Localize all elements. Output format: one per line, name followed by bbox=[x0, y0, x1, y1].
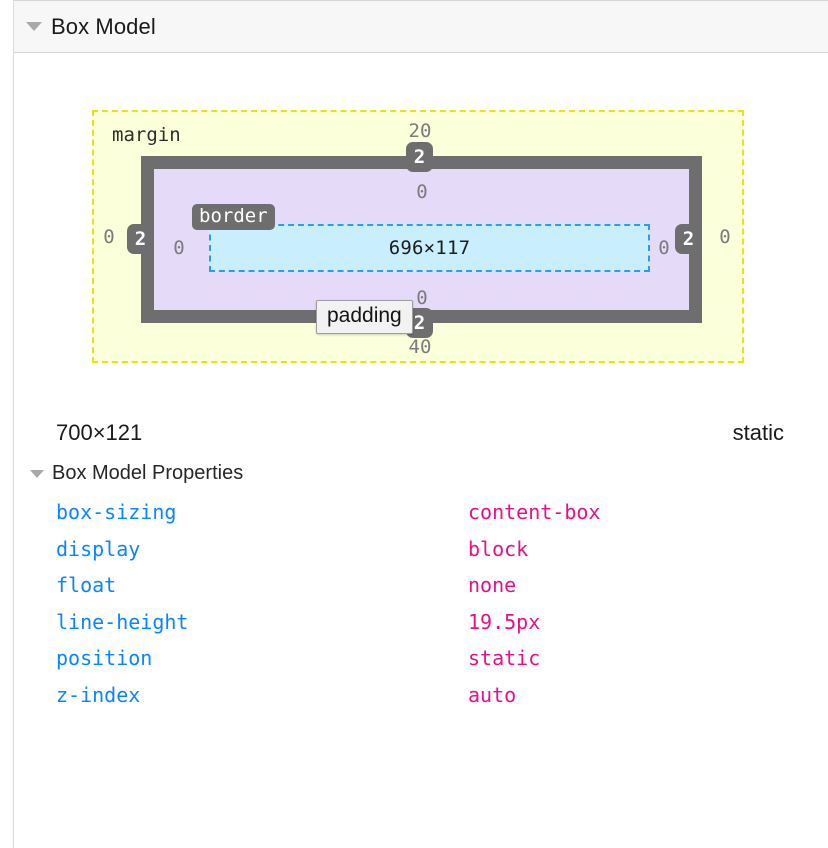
border-right-value[interactable]: 2 bbox=[675, 224, 702, 254]
property-row[interactable]: box-sizing content-box bbox=[0, 500, 828, 537]
padding-right-value[interactable]: 0 bbox=[658, 237, 670, 259]
properties-section-title: Box Model Properties bbox=[52, 462, 244, 484]
property-name[interactable]: position bbox=[56, 646, 153, 670]
element-size-label: 700×121 bbox=[56, 420, 143, 445]
content-box-region[interactable]: 696×117 bbox=[209, 224, 650, 272]
panel-title: Box Model bbox=[51, 13, 156, 39]
margin-left-value[interactable]: 0 bbox=[103, 226, 115, 248]
margin-region-label: margin bbox=[112, 124, 181, 146]
box-model-summary: 700×121 static bbox=[0, 420, 828, 454]
property-name[interactable]: float bbox=[56, 573, 117, 597]
triangle-down-icon[interactable] bbox=[30, 469, 44, 478]
property-row[interactable]: line-height 19.5px bbox=[0, 610, 828, 647]
property-value[interactable]: content-box bbox=[468, 500, 601, 524]
padding-bottom-value[interactable]: 0 bbox=[416, 287, 428, 309]
box-model-panel-header[interactable]: Box Model bbox=[14, 1, 828, 53]
margin-bottom-value[interactable]: 40 bbox=[408, 336, 432, 358]
box-model-properties-header[interactable]: Box Model Properties bbox=[30, 462, 243, 485]
padding-left-value[interactable]: 0 bbox=[173, 237, 185, 259]
padding-box-region[interactable]: padding 0 0 0 0 696×117 bbox=[154, 169, 689, 310]
margin-right-value[interactable]: 0 bbox=[719, 226, 731, 248]
property-name[interactable]: display bbox=[56, 536, 141, 561]
property-value[interactable]: static bbox=[468, 646, 541, 670]
panel-top-divider bbox=[14, 0, 828, 1]
border-left-value[interactable]: 2 bbox=[127, 224, 154, 254]
property-value[interactable]: auto bbox=[468, 682, 517, 707]
property-value[interactable]: block bbox=[468, 536, 529, 561]
property-row[interactable]: display block bbox=[0, 537, 828, 574]
border-region-label: border bbox=[192, 204, 275, 230]
margin-box-region[interactable]: margin 20 0 0 40 padding 0 0 0 0 696×117… bbox=[92, 110, 744, 363]
element-position-label: static bbox=[732, 420, 784, 445]
property-row[interactable]: float none bbox=[0, 573, 828, 610]
box-model-properties-list: box-sizing content-box display block flo… bbox=[0, 500, 828, 719]
property-row[interactable]: z-index auto bbox=[0, 683, 828, 720]
property-row[interactable]: position static bbox=[0, 646, 828, 683]
panel-left-divider bbox=[13, 0, 14, 848]
padding-top-value[interactable]: 0 bbox=[416, 181, 428, 203]
property-name[interactable]: line-height bbox=[56, 609, 189, 634]
margin-top-value[interactable]: 20 bbox=[408, 120, 432, 142]
property-name[interactable]: box-sizing bbox=[56, 500, 177, 524]
box-model-diagram[interactable]: margin 20 0 0 40 padding 0 0 0 0 696×117… bbox=[92, 110, 744, 363]
border-top-value[interactable]: 2 bbox=[406, 142, 433, 172]
property-value[interactable]: 19.5px bbox=[468, 609, 541, 634]
content-size-label: 696×117 bbox=[388, 237, 471, 259]
triangle-down-icon[interactable] bbox=[26, 22, 42, 31]
property-name[interactable]: z-index bbox=[56, 682, 141, 707]
region-tooltip: padding bbox=[316, 300, 413, 334]
property-value[interactable]: none bbox=[468, 573, 517, 597]
border-box-region[interactable]: padding 0 0 0 0 696×117 border bbox=[141, 156, 702, 323]
